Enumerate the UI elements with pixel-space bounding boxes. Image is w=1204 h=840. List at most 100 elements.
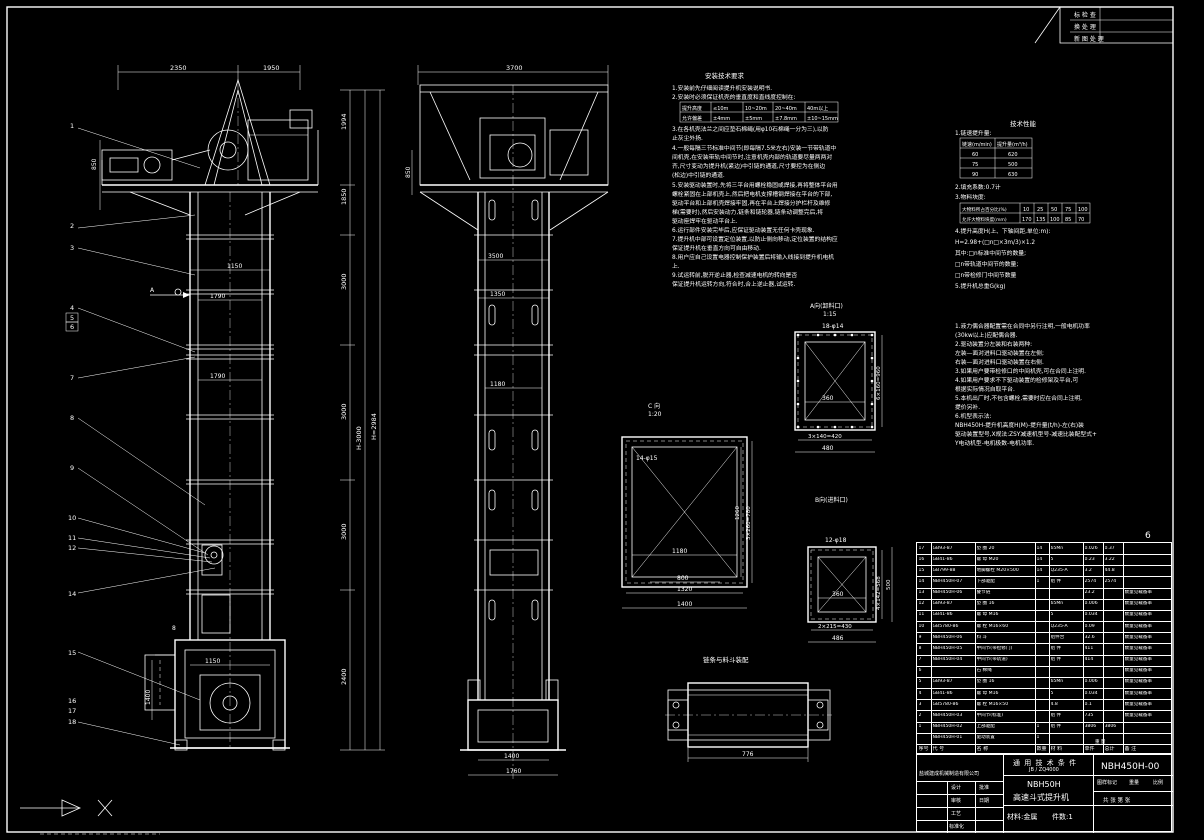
bom-cell: 数量见载备率 <box>1124 612 1153 618</box>
detail-a-dim-3: 3×140=420 <box>808 434 842 440</box>
bom-cell: 组 件 <box>1050 645 1062 651</box>
callout-leaders <box>77 127 216 746</box>
bom-cell: 0.034 <box>1084 690 1098 696</box>
install-item: 梯(需要时),然后安装动力,链条和链轮器,链条动调整完后,将 <box>672 208 823 216</box>
chain-bucket-assembly: 链条与料斗装配 776 <box>665 655 832 762</box>
install-item: 2.安装时必须保证机壳的垂直度和直线度控制在: <box>672 93 795 101</box>
revision-label-2: 换 处 理 <box>1074 23 1096 31</box>
revision-label-3: 新 图 处 理 <box>1074 35 1104 43</box>
side-dim-bottom-2: 1760 <box>506 768 521 775</box>
sign-std: 标准化 <box>949 824 965 830</box>
bom-cell: 10 <box>918 623 925 629</box>
callout-4: 4 <box>70 304 74 312</box>
bom-cell: 0.09 <box>1084 623 1095 629</box>
tol-cell: ±4mm <box>713 116 730 122</box>
detail-c-dim-3: 1320 <box>677 586 692 593</box>
bom-row-line <box>917 643 1171 645</box>
bom-cell: 中间节(标准) <box>976 712 1004 718</box>
detail-c-hole: 14-φ15 <box>636 455 658 462</box>
bom-row-line <box>917 654 1171 656</box>
bom-cell: 组 件 <box>1050 578 1062 584</box>
front-dim-inner-3: 1790 <box>210 373 225 380</box>
bom-header-cell: 序号 <box>918 746 929 753</box>
front-view: 2350 1950 <box>65 64 385 751</box>
callout-17: 17 <box>68 707 76 715</box>
revision-label-1: 标 检 查 <box>1074 11 1096 19</box>
size-table: 大物料所占百分比(%) 10 25 50 75 100 允许大物料块度(mm) … <box>959 202 1091 224</box>
size-cell: 135 <box>1036 217 1046 223</box>
front-dim-right-1: 1994 <box>340 113 348 130</box>
bom-column-line <box>1103 543 1104 753</box>
note-item: 3.如果用户要带检修口的中间机壳,可在合同上注明. <box>955 367 1086 375</box>
sign-review: 审核 <box>951 798 962 804</box>
front-dim-top-1: 2350 <box>170 64 187 72</box>
material-value: 金属 <box>1023 813 1038 821</box>
bom-cell: GB5780-86 <box>932 623 959 629</box>
bom-column-line <box>1123 543 1124 753</box>
bom-cell: 0.37 <box>1104 545 1115 551</box>
sign-date: 日期 <box>979 798 990 804</box>
chain-title: 链条与料斗装配 <box>703 655 749 664</box>
bom-cell: 0.006 <box>1084 601 1098 607</box>
side-dim-bottom-1: 1400 <box>504 753 519 760</box>
bom-row-line <box>917 598 1171 600</box>
product-name: 高速斗式提升机 <box>1013 793 1069 802</box>
bom-cell: 14 <box>1036 556 1043 562</box>
install-item: 间机壳,在安装带轨中间节时,注意机壳内部的轨道要尽量两两对 <box>672 153 832 161</box>
bom-cell: 数量见载备率 <box>1124 679 1153 685</box>
install-item: 保证提升机运转方向,符合时,合上逆止器,试运转. <box>672 280 795 288</box>
front-dim-right-3: 3000 <box>340 273 348 290</box>
detail-b-hole: 12-φ18 <box>825 537 847 544</box>
front-dim-inner-1: 1150 <box>227 263 242 270</box>
bom-cell: 14 <box>1036 567 1043 573</box>
tech-item: 4.提升高度H(上、下轴间距,单位:m): <box>955 227 1050 235</box>
speed-cell: 90 <box>972 172 978 178</box>
detail-c-dim-1: 1180 <box>672 548 687 555</box>
side-view: 3700 850 <box>405 64 609 780</box>
tol-cell: ±10~15mm <box>807 116 838 122</box>
install-item: 9.试运转前,脱开逆止器,检查减速电机的转向是否 <box>672 271 797 279</box>
size-cell: 25 <box>1037 207 1043 213</box>
bom-cell: NBH450H-06 <box>932 590 963 596</box>
bom-column-line <box>1035 543 1036 753</box>
bom-cell: 地脚螺栓 M20×500 <box>976 567 1019 573</box>
note-item: NBH450H-提升机高度H(M)-提升量(t/h)-左(右)装 <box>955 421 1084 429</box>
note-item: 右装—面对进料口驱动装置在右侧. <box>955 358 1044 366</box>
side-dim-mid-2: 1350 <box>490 291 505 298</box>
detail-view-a: A向(卸料口) 1:15 18-φ14 360 6×160=960 3×140=… <box>794 302 883 453</box>
sign-process: 工艺 <box>951 811 962 817</box>
bom-cell: 垫 圈 16 <box>976 601 995 607</box>
detail-a-scale: 1:15 <box>823 311 837 318</box>
side-flange-bands <box>474 234 553 591</box>
title-block: 通 用 技 术 条 件 JB / ZQ4000 NBH450H-00 NBH50… <box>916 754 1173 833</box>
front-height-total: H=2984 <box>370 413 378 440</box>
bom-cell: NBH450H-06 <box>932 634 963 640</box>
size-cell: 100 <box>1078 207 1088 213</box>
bom-cell: 中间节(带检修门) <box>976 645 1013 651</box>
bom-cell: 4.8 <box>1050 701 1058 707</box>
speed-cell: 提升量(m³/h) <box>997 141 1028 148</box>
model-name: NBH50H <box>1027 780 1061 789</box>
bom-cell: 5 <box>1050 612 1054 618</box>
bom-cell: 4 <box>918 690 922 696</box>
bom-cell: NBH450H-04 <box>932 657 963 663</box>
bom-row-line <box>917 621 1171 623</box>
front-dim-right-5: 3000 <box>340 523 348 540</box>
scale-label: 比例 <box>1153 780 1164 786</box>
bom-cell: 414 <box>1084 657 1094 663</box>
notes: 1.液力偶合器配置需在合同中另行注明,一般电机功率 (30kw以上)应配偶合器.… <box>954 322 1097 447</box>
bom-cell: 5 <box>1050 556 1054 562</box>
bom-cell: 螺 母 M16 <box>976 612 999 618</box>
bom-header-cell: 备 注 <box>1124 746 1137 753</box>
front-dim-top-2: 1950 <box>263 64 280 72</box>
bom-cell: 5 <box>1050 690 1054 696</box>
tech-item: 1.链速提升量: <box>955 129 992 137</box>
bom-cell: 数量见载备率 <box>1124 657 1153 663</box>
speed-cell: 链速(m/min) <box>962 141 992 148</box>
bom-cell: 7 <box>918 657 922 663</box>
detail-a-dim-2: 6×160=960 <box>876 366 882 400</box>
bom-cell: Q235-A <box>1050 567 1068 573</box>
bom-cell: 23.2 <box>1084 590 1095 596</box>
bom-row-line <box>917 554 1171 556</box>
bom-cell: 料 斗 <box>976 634 988 640</box>
